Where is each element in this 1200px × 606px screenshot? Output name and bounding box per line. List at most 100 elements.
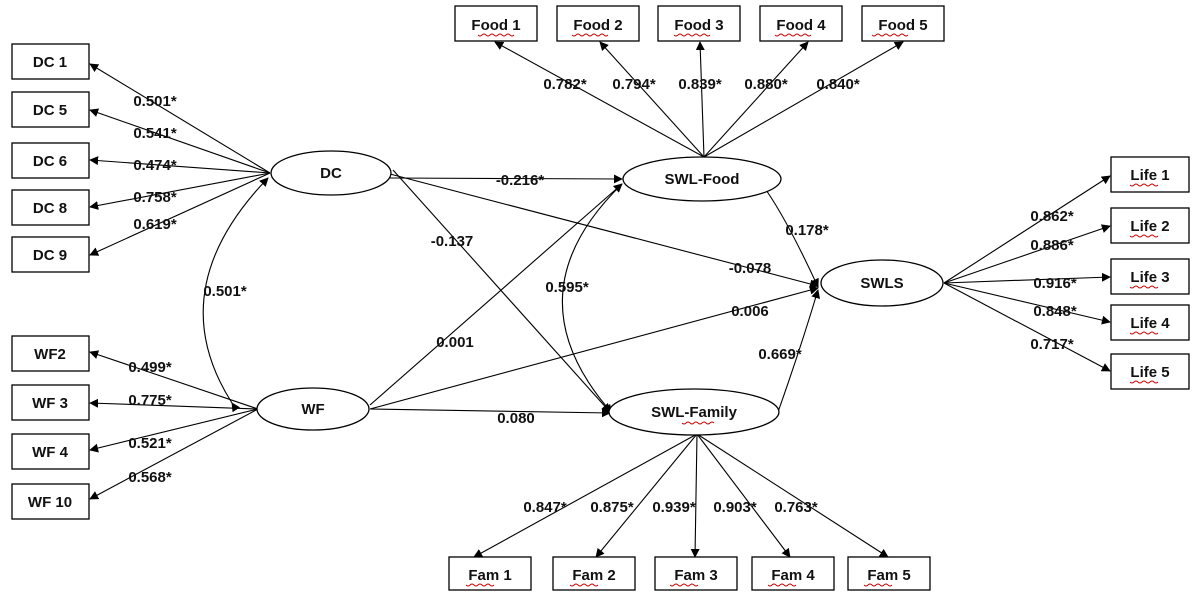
fam-indicator-2: Fam 2 [552,556,636,591]
loading-food4: 0.880* [744,76,788,93]
arrow-wf-wf10 [89,408,259,500]
coef-food-swls: 0.178* [785,222,829,239]
latent-swl-family: SWL-Family [608,388,780,436]
arrow-dc-dc8 [89,172,271,210]
arrow-food5 [703,41,904,158]
loading-fam3: 0.939* [652,499,696,516]
coef-wf-swls: 0.006 [731,303,769,320]
loading-fam5: 0.763* [774,499,818,516]
arrow-wf-wf4 [89,408,259,453]
arrow-wf-wf3 [89,398,259,410]
path-wf-family [369,408,611,418]
life-indicator-5: Life 5 [1110,353,1190,390]
latent-dc-label: DC [320,165,342,182]
arrow-life2 [943,224,1111,284]
fam-indicator-label: Fam 3 [674,567,717,584]
latent-wf: WF [256,387,370,431]
loading-wf4: 0.521* [128,435,172,452]
loading-life1: 0.862* [1030,208,1074,225]
life-indicator-label: Life 4 [1130,315,1170,332]
arrow-food1 [494,41,705,158]
loading-dc9: 0.619* [133,216,177,233]
loading-life5: 0.717* [1030,336,1074,353]
life-indicator-1: Life 1 [1110,156,1190,193]
arrow-fam3 [690,433,700,558]
loading-food1: 0.782* [543,76,587,93]
arrow-food4 [703,41,809,158]
wf-indicator-label: WF 3 [32,395,68,412]
food-indicator-label: Food 1 [471,17,520,34]
life-indicator-3: Life 3 [1110,258,1190,295]
coef-food-family: 0.595* [545,279,589,296]
loading-life2: 0.886* [1030,237,1074,254]
life-indicator-label: Life 2 [1130,218,1169,235]
dc-indicator-6: DC 6 [11,142,90,179]
arrow-fam5 [696,433,889,558]
life-indicator-label: Life 3 [1130,269,1169,286]
loading-fam2: 0.875* [590,499,634,516]
life-indicator-2: Life 2 [1110,207,1190,244]
wf-indicator-3: WF 3 [11,384,90,421]
loading-dc8: 0.758* [133,189,177,206]
fam-indicator-3: Fam 3 [654,556,738,591]
arrow-life4 [943,282,1111,325]
dc-indicator-1: DC 1 [11,43,90,80]
path-family-swls [777,289,820,413]
coef-dc-swl-family: -0.137 [431,233,474,250]
loading-dc1: 0.501* [133,93,177,110]
arrow-life1 [943,175,1111,284]
wf-indicator-label: WF2 [34,346,66,363]
fam-indicator-4: Fam 4 [751,556,835,591]
arrow-fam4 [696,433,791,558]
wf-indicator-label: WF 10 [28,494,72,511]
latent-swl-food-label: SWL-Food [665,171,740,188]
fam-indicator-label: Fam 1 [468,567,511,584]
arrow-life3 [943,272,1111,284]
wf-indicator-label: WF 4 [32,444,68,461]
loading-fam4: 0.903* [713,499,757,516]
coef-dc-swl-food: -0.216* [496,172,545,189]
dc-indicator-5: DC 5 [11,91,90,128]
food-indicator-4: Food 4 [759,5,843,42]
loading-wf3: 0.775* [128,392,172,409]
arrow-fam2 [595,433,698,558]
fam-indicator-5: Fam 5 [847,556,931,591]
arrow-dc-dc6 [89,156,271,174]
dc-indicator-9: DC 9 [11,236,90,273]
fam-indicator-1: Fam 1 [448,556,532,591]
wf-indicator-2: WF2 [11,335,90,372]
path-wf-food [369,183,623,406]
wf-indicator-10: WF 10 [11,483,90,520]
loading-food5: 0.840* [816,76,860,93]
arrow-fam1 [473,433,698,558]
fam-indicator-label: Fam 2 [572,567,615,584]
coef-family-swls: 0.669* [758,346,802,363]
latent-dc: DC [270,150,392,196]
food-indicator-label: Food 3 [674,17,723,34]
loading-food3: 0.839* [678,76,722,93]
path-food-family [561,183,623,414]
food-indicator-label: Food 4 [776,17,826,34]
life-indicator-label: Life 5 [1130,364,1169,381]
arrow-wf-wf2 [89,350,259,410]
dc-indicator-label: DC 5 [33,102,67,119]
food-indicator-label: Food 5 [878,17,927,34]
loading-wf10: 0.568* [128,469,172,486]
path-dc-family [392,169,611,413]
loading-dc6: 0.474* [133,157,177,174]
loading-life4: 0.848* [1033,303,1077,320]
food-indicator-5: Food 5 [861,5,945,42]
loading-dc5: 0.541* [133,125,177,142]
fam-indicator-label: Fam 4 [771,567,815,584]
food-indicator-3: Food 3 [657,5,741,42]
dc-indicator-label: DC 6 [33,153,67,170]
coef-wf-swl-food: 0.001 [436,334,474,351]
arrow-life5 [943,282,1111,372]
dc-indicator-label: DC 9 [33,247,67,264]
arrow-food3 [695,41,705,158]
food-indicator-1: Food 1 [454,5,538,42]
life-indicator-4: Life 4 [1110,304,1190,341]
life-indicator-label: Life 1 [1130,167,1169,184]
dc-indicator-label: DC 8 [33,200,67,217]
